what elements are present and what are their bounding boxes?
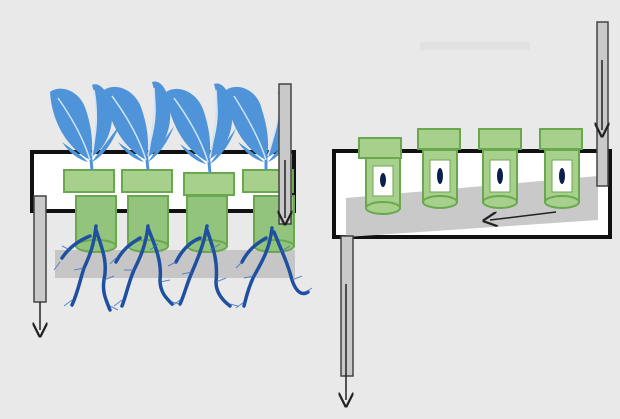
faint-smudge bbox=[420, 42, 530, 50]
seed-icon bbox=[380, 173, 386, 187]
seedling-pot-row bbox=[365, 149, 580, 215]
seed-icon bbox=[437, 168, 443, 184]
flow-arrow-icon bbox=[490, 211, 557, 220]
pot-lid bbox=[539, 128, 583, 150]
leaf-icon bbox=[50, 81, 292, 164]
outlet-pipe bbox=[340, 235, 354, 377]
outlet-pipe bbox=[33, 195, 47, 303]
seed-icon bbox=[497, 168, 503, 184]
pot-lid bbox=[63, 169, 115, 193]
pot-lid bbox=[478, 128, 522, 150]
plant-foliage bbox=[104, 81, 174, 162]
water-film bbox=[346, 176, 598, 237]
planted-hydroponic-channel bbox=[30, 81, 313, 330]
pot-lid bbox=[358, 137, 402, 159]
seedling-pot bbox=[544, 149, 580, 209]
drain-pipe-icon bbox=[340, 235, 354, 400]
fine-root-hairs bbox=[53, 243, 313, 311]
seedling-pot bbox=[482, 149, 518, 209]
net-pot bbox=[75, 195, 117, 253]
plant-foliage bbox=[166, 83, 236, 164]
seedling-pot bbox=[422, 149, 458, 209]
drain-pipe-icon bbox=[279, 83, 291, 224]
net-pot bbox=[127, 195, 169, 253]
seedling-pot bbox=[365, 157, 401, 215]
seed-icon bbox=[559, 168, 565, 184]
pot-lid bbox=[121, 169, 173, 193]
drain-pipe-icon bbox=[597, 21, 608, 187]
pot-lid bbox=[417, 128, 461, 150]
empty-hydroponic-channel bbox=[332, 21, 612, 400]
drain-pipe-icon bbox=[33, 195, 47, 330]
pot-lid bbox=[183, 172, 235, 196]
